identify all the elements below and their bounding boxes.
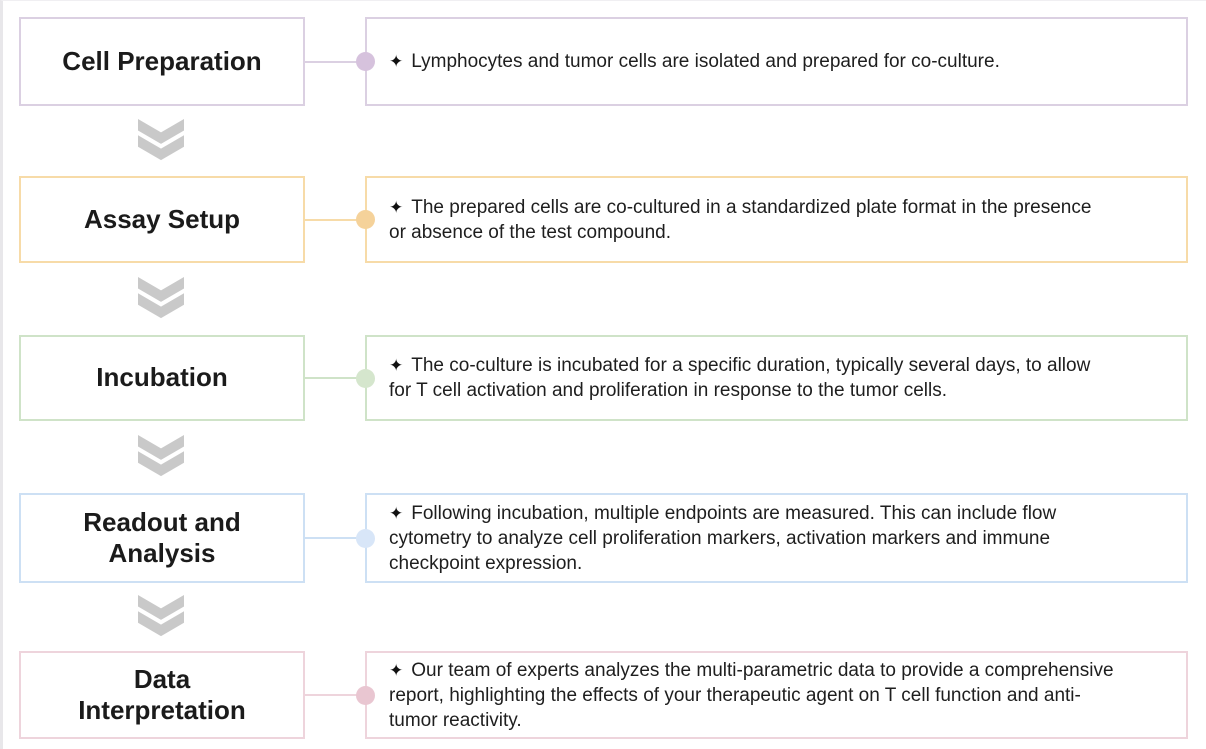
step-title: Assay Setup	[83, 203, 241, 234]
description-body: The co-culture is incubated for a specif…	[389, 355, 1091, 401]
down-arrow-icon	[138, 433, 184, 481]
connector-line	[305, 377, 365, 379]
description-text: ✦The co-culture is incubated for a speci…	[367, 353, 1102, 403]
connector-line	[305, 694, 365, 696]
bullet-icon: ✦	[389, 197, 404, 217]
connector-dot	[356, 52, 375, 71]
step-box-assay-setup: Assay Setup	[19, 176, 305, 263]
down-arrow-icon	[138, 275, 184, 323]
connector-dot	[356, 368, 375, 388]
description-text: ✦Our team of experts analyzes the multi-…	[367, 658, 1126, 733]
description-box: ✦The prepared cells are co-cultured in a…	[365, 176, 1188, 263]
connector-line	[305, 218, 365, 221]
step-box-readout-and-analysis: Readout and Analysis	[19, 493, 305, 583]
description-body: The prepared cells are co-cultured in a …	[389, 196, 1092, 243]
connector-dot	[356, 210, 375, 229]
workflow-step-row: Assay Setup ✦The prepared cells are co-c…	[3, 176, 1206, 263]
description-box: ✦Our team of experts analyzes the multi-…	[365, 651, 1188, 739]
step-title: Incubation	[96, 362, 228, 393]
description-text: ✦Following incubation, multiple endpoint…	[367, 501, 1068, 576]
step-box-data-interpretation: Data Interpretation	[19, 651, 305, 739]
description-box: ✦ Lymphocytes and tumor cells are isolate…	[365, 17, 1188, 106]
description-body: Following incubation, multiple endpoints…	[389, 502, 1057, 574]
description-box: ✦The co-culture is incubated for a speci…	[365, 335, 1188, 421]
description-text: ✦ Lymphocytes and tumor cells are isolate…	[367, 49, 1012, 74]
step-title: Cell Preparation	[62, 45, 262, 76]
bullet-icon: ✦	[389, 660, 404, 680]
description-text: ✦The prepared cells are co-cultured in a…	[367, 195, 1103, 245]
connector-line	[305, 537, 365, 539]
workflow-step-row: Readout and Analysis ✦Following incubati…	[3, 493, 1206, 583]
down-arrow-icon	[138, 593, 184, 641]
description-box: ✦Following incubation, multiple endpoint…	[365, 493, 1188, 583]
description-body: Lymphocytes and tumor cells are isolated…	[411, 51, 1000, 72]
connector-line	[305, 60, 365, 63]
bullet-icon: ✦	[389, 503, 404, 523]
step-title: Readout and Analysis	[83, 506, 241, 568]
bullet-icon: ✦	[389, 52, 404, 71]
step-box-cell-preparation: Cell Preparation	[19, 17, 305, 106]
connector-dot	[356, 685, 375, 705]
workflow-step-row: Cell Preparation ✦ Lymphocytes and tumor …	[3, 17, 1206, 106]
step-title: Data Interpretation	[78, 663, 246, 725]
down-arrow-icon	[138, 117, 184, 165]
workflow-step-row: Data Interpretation ✦Our team of experts…	[3, 651, 1206, 739]
workflow-step-row: Incubation ✦The co-culture is incubated …	[3, 335, 1206, 421]
step-box-incubation: Incubation	[19, 335, 305, 421]
bullet-icon: ✦	[389, 356, 404, 375]
connector-dot	[356, 528, 375, 548]
description-body: Our team of experts analyzes the multi-p…	[389, 659, 1114, 731]
